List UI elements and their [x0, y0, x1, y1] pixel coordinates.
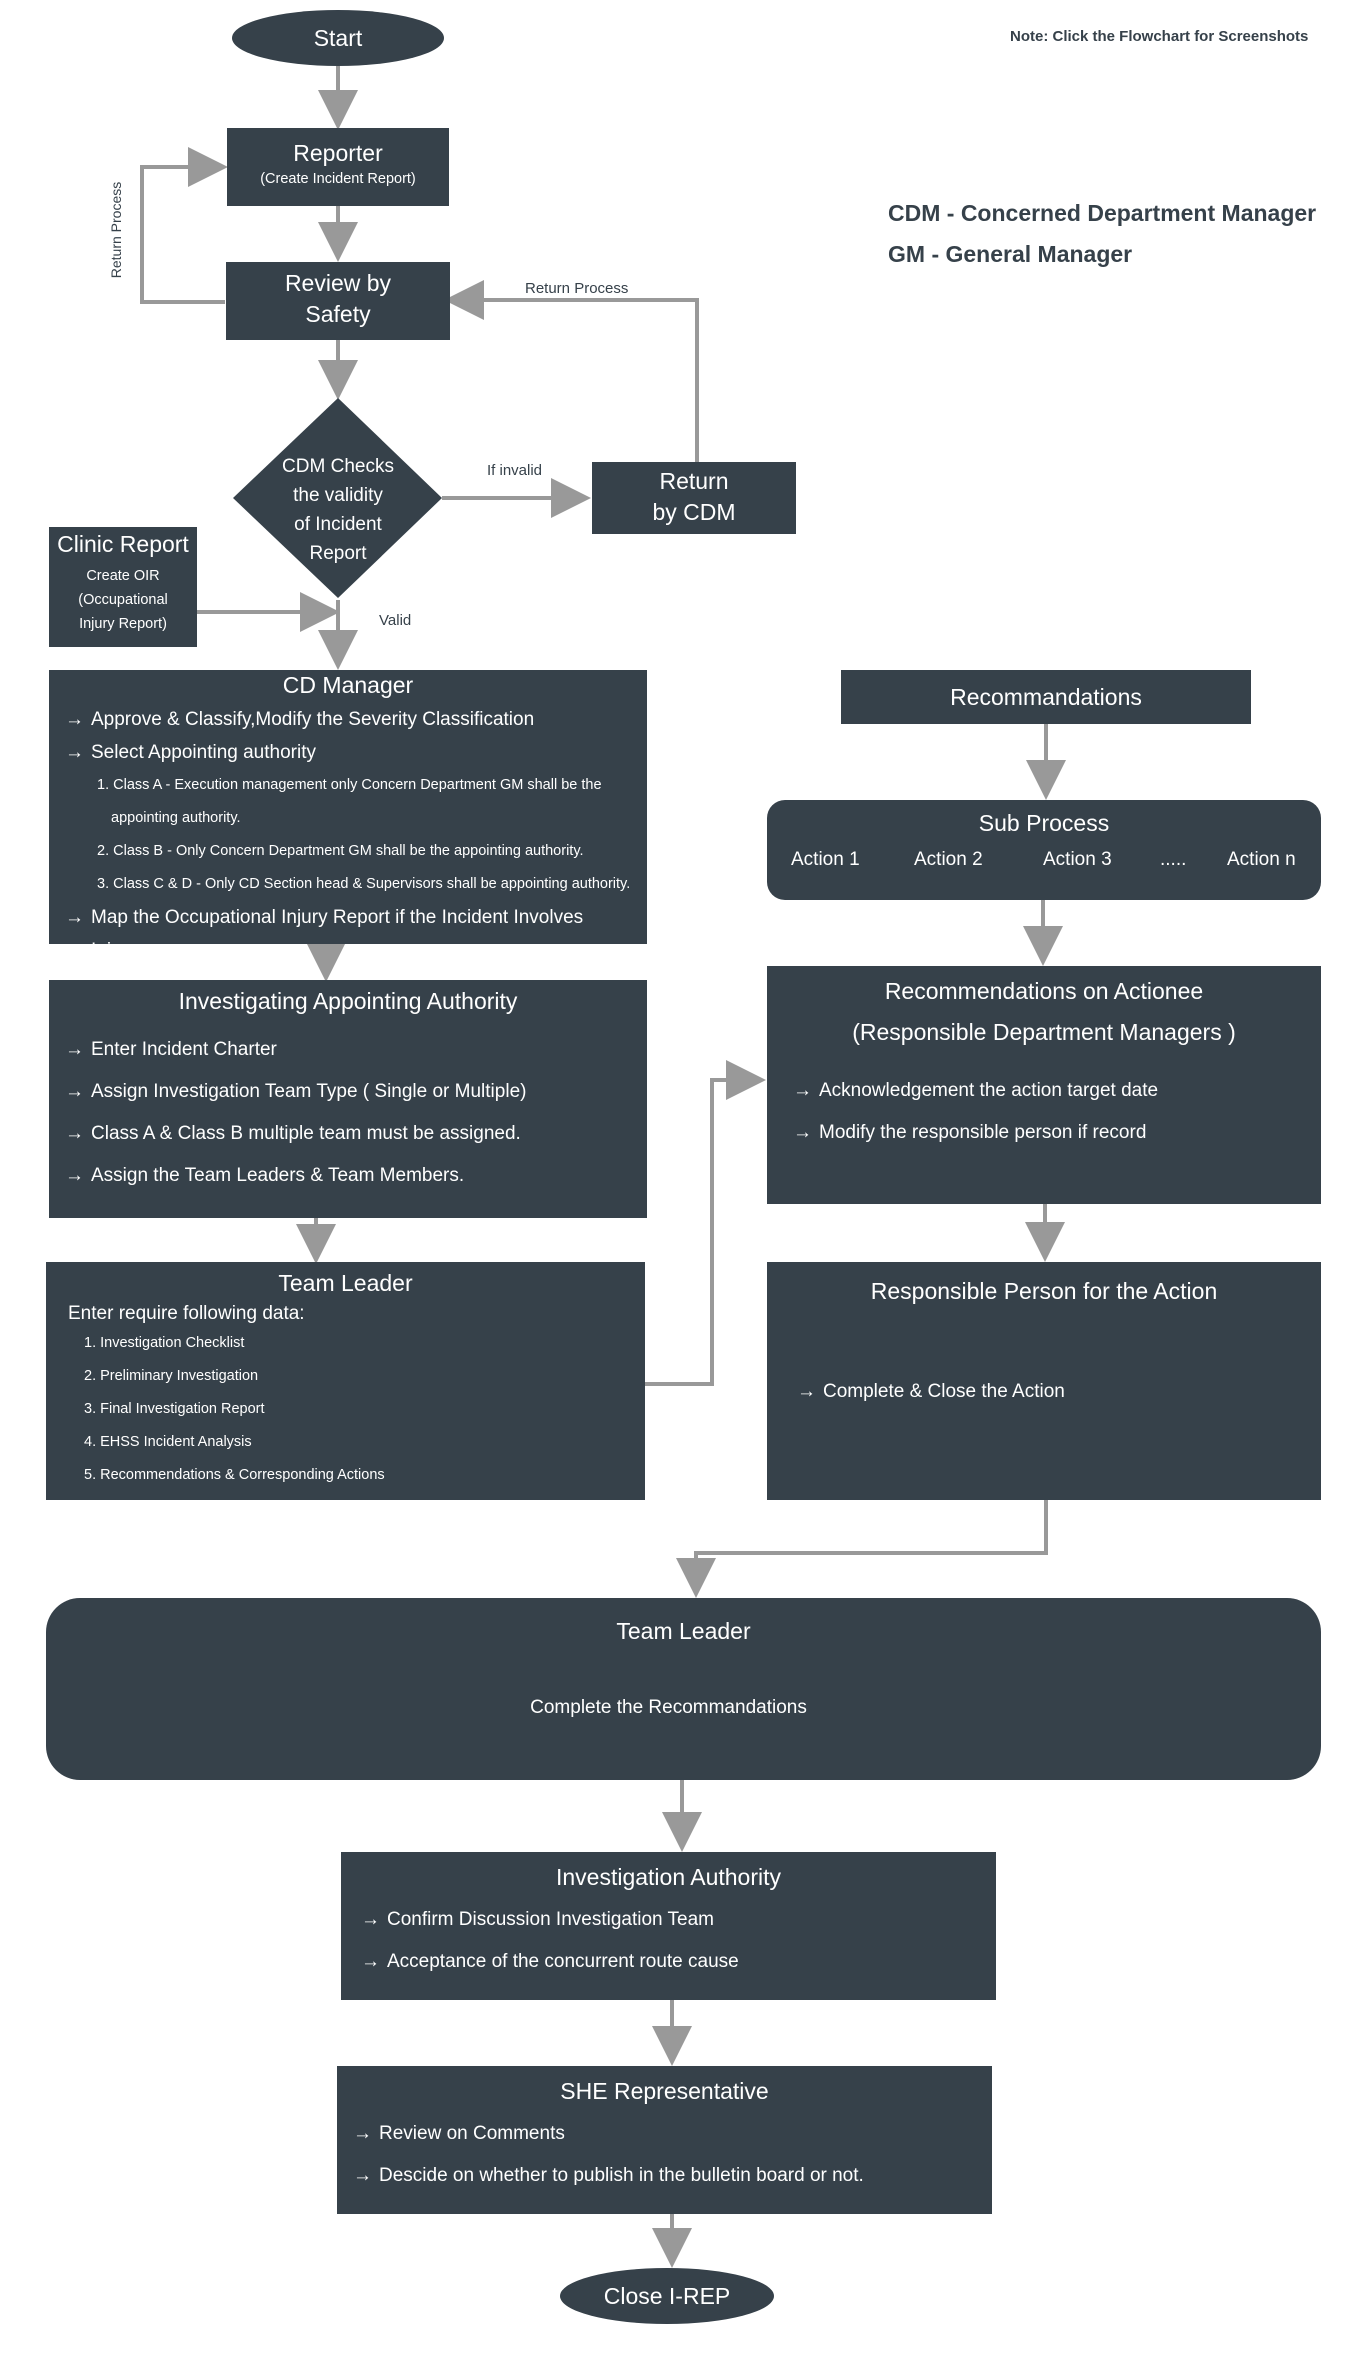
decision-line-4: Report [309, 543, 367, 564]
cd-sub-list: 1. Class A - Execution management only C… [65, 769, 631, 901]
reporter-sub: (Create Incident Report) [260, 171, 416, 187]
ia-title: Investigation Authority [555, 1864, 782, 1890]
return-cdm-line1: Return [659, 468, 729, 494]
review-line1: Review by [284, 270, 392, 296]
tl1-item-1: 1. Investigation Checklist [84, 1335, 245, 1351]
review-line2: Safety [305, 301, 371, 327]
tl1-list: 1. Investigation Checklist 2. Preliminar… [68, 1327, 623, 1492]
cd-manager-list: Approve & Classify,Modify the Severity C… [65, 703, 631, 769]
arrow-tl-actionee [645, 1060, 766, 1386]
legend-cdm: CDM - Concerned Department Manager [888, 200, 1317, 226]
she-item-1: Review on Comments [353, 2113, 976, 2155]
clinic-line-2: (Occupational [78, 592, 168, 608]
decision-text: CDM Checks the validity of Incident Repo… [268, 452, 408, 568]
clinic-line-1: Create OIR [86, 568, 160, 584]
close-label: Close I-REP [603, 2283, 731, 2309]
resp-person-list: Complete & Close the Action [797, 1381, 1291, 1403]
recommandations-box[interactable]: Recommandations [841, 670, 1251, 724]
tl1-title: Team Leader [278, 1270, 413, 1296]
if-invalid-label: If invalid [487, 462, 543, 479]
rec-actionee-item-2: Modify the responsible person if record [793, 1112, 1299, 1154]
screenshot-note: Note: Click the Flowchart for Screenshot… [1010, 28, 1309, 45]
return-process-left-label: Return Process [108, 181, 124, 279]
action-3[interactable]: Action 3 [1043, 849, 1112, 870]
team-leader-final-box[interactable]: Team Leader Complete the Recommandations [46, 1598, 1321, 1780]
cd-sub-3: 2. Class B - Only Concern Department GM … [97, 843, 584, 859]
ia-item-2: Acceptance of the concurrent route cause [361, 1941, 976, 1983]
tl1-intro: Enter require following data: [68, 1303, 305, 1324]
action-n[interactable]: Action n [1227, 849, 1296, 870]
close-node[interactable]: Close I-REP [560, 2268, 774, 2324]
decision-line-3: of Incident [294, 514, 382, 535]
return-cdm-line2: by CDM [652, 499, 736, 525]
arrow-return-top [444, 280, 699, 462]
cd-sub-4: 3. Class C & D - Only CD Section head & … [97, 876, 631, 892]
tl1-item-5: 5. Recommendations & Corresponding Actio… [84, 1467, 385, 1483]
valid-label: Valid [379, 612, 412, 629]
tl2-text: Complete the Recommandations [530, 1697, 807, 1718]
tl1-item-3: 3. Final Investigation Report [84, 1401, 265, 1417]
rec-actionee-item-1: Acknowledgement the action target date [793, 1070, 1299, 1112]
cd-item-1: Approve & Classify,Modify the Severity C… [65, 703, 631, 736]
ia-item-1: Confirm Discussion Investigation Team [361, 1899, 976, 1941]
start-label: Start [313, 25, 363, 51]
sub-process-box[interactable]: Sub Process Action 1 Action 2 Action 3 .… [767, 800, 1321, 900]
recommandations-label: Recommandations [950, 684, 1142, 710]
resp-person-item-1: Complete & Close the Action [797, 1381, 1291, 1403]
arrow-return-left [140, 147, 228, 304]
rec-actionee-list: Acknowledgement the action target date M… [789, 1070, 1299, 1154]
cd-sub-2: appointing authority. [111, 810, 241, 826]
cd-manager-box[interactable]: CD Manager Approve & Classify,Modify the… [49, 670, 647, 961]
team-leader-box[interactable]: Team Leader Enter require following data… [46, 1262, 645, 1500]
action-1[interactable]: Action 1 [791, 849, 860, 870]
sub-process-actions: Action 1 Action 2 Action 3 ..... Action … [767, 849, 1321, 879]
tl1-item-4: 4. EHSS Incident Analysis [84, 1434, 252, 1450]
investigation-authority-box[interactable]: Investigation Authority Confirm Discussi… [341, 1852, 996, 2000]
decision-line-1: CDM Checks [282, 456, 394, 477]
sub-process-title: Sub Process [978, 810, 1110, 836]
decision-line-2: the validity [293, 485, 383, 506]
reporter-title: Reporter [293, 140, 383, 166]
cd-item-2: Select Appointing authority [65, 736, 631, 769]
clinic-report-box[interactable]: Clinic Report Create OIR (Occupational I… [49, 527, 197, 647]
iaa-item-1: Enter Incident Charter [65, 1029, 631, 1071]
return-process-top-label: Return Process [525, 280, 629, 297]
rec-actionee-title-2: (Responsible Department Managers ) [852, 1019, 1236, 1045]
she-title: SHE Representative [560, 2078, 769, 2104]
iaa-item-3: Class A & Class B multiple team must be … [65, 1113, 631, 1155]
review-box[interactable]: Review by Safety [226, 262, 450, 340]
legend-gm: GM - General Manager [888, 241, 1133, 267]
cd-item-3: Map the Occupational Injury Report if th… [65, 901, 631, 967]
cd-sub-1: 1. Class A - Execution management only C… [97, 777, 602, 793]
iaa-list: Enter Incident Charter Assign Investigat… [65, 1029, 631, 1197]
reporter-box[interactable]: Reporter (Create Incident Report) [227, 128, 449, 206]
iaa-box[interactable]: Investigating Appointing Authority Enter… [49, 980, 647, 1218]
arrow-resp-tl2 [676, 1500, 1048, 1598]
return-cdm-box[interactable]: Return by CDM [592, 462, 796, 534]
tl2-title: Team Leader [616, 1618, 751, 1644]
decision-diamond [233, 398, 442, 598]
clinic-title: Clinic Report [57, 531, 189, 557]
responsible-person-box[interactable]: Responsible Person for the Action Comple… [767, 1262, 1321, 1500]
iaa-title: Investigating Appointing Authority [178, 988, 518, 1014]
she-item-2: Descide on whether to publish in the bul… [353, 2155, 976, 2197]
action-ellipsis: ..... [1160, 849, 1187, 870]
action-2[interactable]: Action 2 [914, 849, 983, 870]
rec-actionee-title-1: Recommendations on Actionee [884, 978, 1204, 1004]
start-node[interactable]: Start [232, 10, 444, 66]
iaa-item-4: Assign the Team Leaders & Team Members. [65, 1155, 631, 1197]
ia-list: Confirm Discussion Investigation Team Ac… [361, 1899, 976, 1983]
she-representative-box[interactable]: SHE Representative Review on Comments De… [337, 2066, 992, 2214]
she-list: Review on Comments Descide on whether to… [353, 2113, 976, 2197]
iaa-item-2: Assign Investigation Team Type ( Single … [65, 1071, 631, 1113]
resp-person-title: Responsible Person for the Action [870, 1278, 1218, 1304]
rec-actionee-box[interactable]: Recommendations on Actionee (Responsible… [767, 966, 1321, 1204]
tl1-item-2: 2. Preliminary Investigation [84, 1368, 259, 1384]
clinic-line-3: Injury Report) [79, 616, 167, 632]
cd-manager-title: CD Manager [282, 672, 414, 698]
